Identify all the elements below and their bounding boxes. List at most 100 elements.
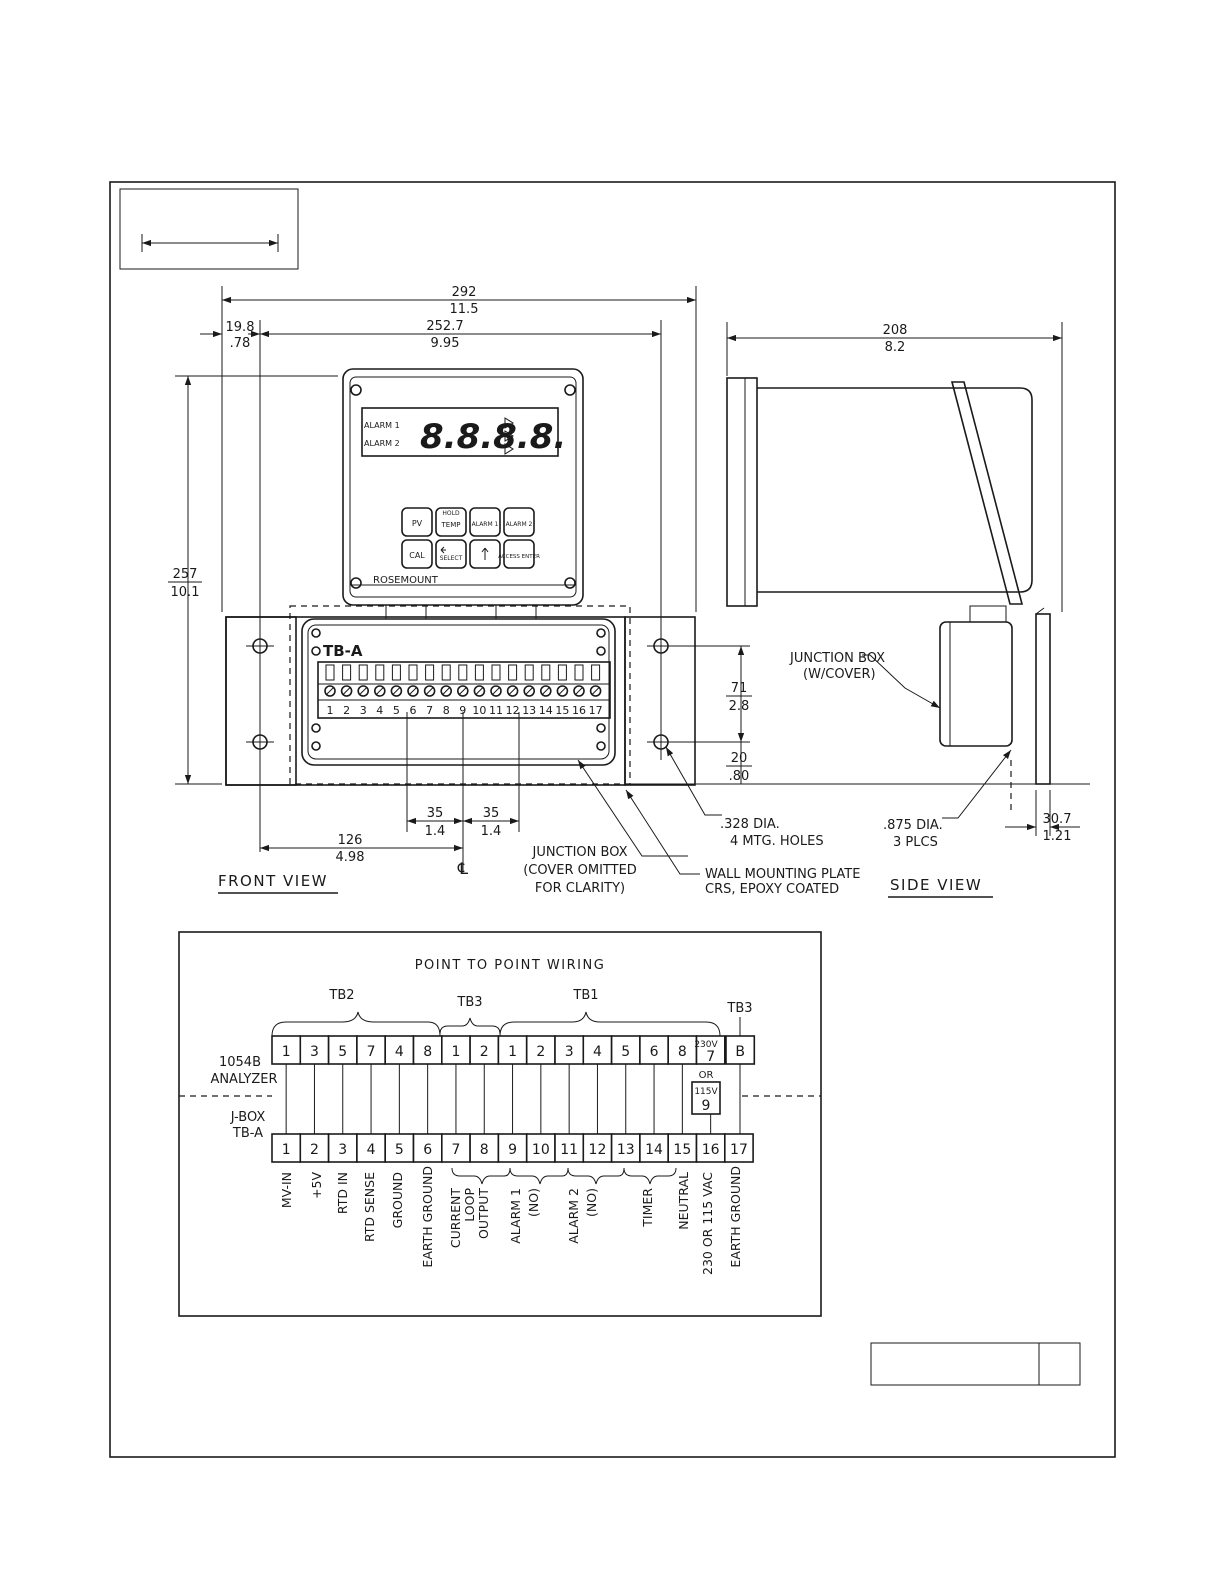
- analyzer-housing-side: [757, 387, 1033, 593]
- callout-jbox-side-2: (W/COVER): [803, 667, 876, 682]
- analyzer-terminal-number: 1: [451, 1044, 460, 1060]
- callout-holes-2: 4 MTG. HOLES: [730, 834, 824, 849]
- access-enter-key: ACCESS ENTER: [498, 554, 540, 560]
- mounting-hole: [246, 728, 274, 756]
- side-view-title: SIDE VIEW: [890, 876, 982, 894]
- callout-conduit-1: .875 DIA.: [883, 818, 943, 833]
- analyzer-terminal-number: 4: [395, 1044, 404, 1060]
- terminal-screw: [440, 664, 453, 697]
- callout-wall-plate-1: WALL MOUNTING PLATE: [705, 867, 860, 882]
- analyzer-terminal-number: 5: [621, 1044, 630, 1060]
- terminal-number: 5: [393, 704, 400, 717]
- analyzer-terminal: 3: [554, 1035, 585, 1065]
- callout-wall-plate-2: CRS, EPOXY COATED: [705, 882, 839, 897]
- jbox-terminal-number: 12: [589, 1142, 607, 1158]
- callout-jbox-side-1: JUNCTION BOX: [789, 651, 885, 666]
- group-tb3-a: TB3: [456, 995, 482, 1010]
- terminal-number: 14: [539, 704, 553, 717]
- signal-mv-in: MV-IN: [279, 1172, 294, 1208]
- analyzer-terminal: 1: [440, 1035, 471, 1065]
- terminal-number: 11: [489, 704, 503, 717]
- analyzer-label-1: 1054B: [219, 1055, 261, 1070]
- terminal-number: 12: [506, 704, 520, 717]
- dim-bottom-offset-in: .80: [729, 769, 750, 784]
- jbox-terminal-number: 4: [367, 1142, 376, 1158]
- analyzer-terminal-number: 7: [706, 1049, 715, 1065]
- jbox-terminal: 6: [412, 1133, 443, 1163]
- dim-height-in: 10.1: [171, 585, 200, 600]
- analyzer-terminal-number: 5: [338, 1044, 347, 1060]
- jbox-terminal: 15: [667, 1133, 698, 1163]
- signal-earth-ground-2: EARTH GROUND: [728, 1166, 743, 1268]
- terminal-screws: [324, 664, 602, 697]
- signal-earth-ground: EARTH GROUND: [420, 1166, 435, 1268]
- dim-vert-holes-mm: 71: [731, 681, 748, 696]
- analyzer-terminal-number: 8: [423, 1044, 432, 1060]
- analyzer-terminal: 1: [271, 1035, 302, 1065]
- jbox-terminal: 3: [327, 1133, 358, 1163]
- brace-tb1: [499, 1011, 721, 1037]
- analyzer-terminal-number: 1: [282, 1044, 291, 1060]
- dim-right-in: 1.21: [1043, 829, 1072, 844]
- dim-hole-spacing-in: 9.95: [431, 336, 460, 351]
- terminal-screw: [539, 664, 552, 697]
- alarm2-key: ALARM 2: [506, 521, 533, 528]
- jbox-terminal: 13: [610, 1133, 641, 1163]
- dim-hole-spacing-mm: 252.7: [426, 319, 463, 334]
- signal-loop: LOOP: [462, 1188, 477, 1222]
- mounting-bracket-side: [950, 381, 1024, 605]
- wiring-title: POINT TO POINT WIRING: [415, 958, 606, 973]
- jbox-label-2: TB-A: [232, 1126, 263, 1141]
- terminal-number: 15: [555, 704, 569, 717]
- analyzer-terminal-number: 3: [310, 1044, 319, 1060]
- analyzer-terminal: 8: [667, 1035, 698, 1065]
- group-tb1: TB1: [572, 988, 598, 1003]
- cal-key: CAL: [409, 551, 425, 560]
- analyzer-terminal-number: 7: [367, 1044, 376, 1060]
- jbox-terminal: 7: [440, 1133, 471, 1163]
- jbox-terminal: 8: [469, 1133, 500, 1163]
- dim-height-mm: 257: [173, 567, 198, 582]
- terminal-screw: [556, 664, 569, 697]
- brace-alarm1: [509, 1167, 569, 1185]
- brace-alarm2: [567, 1167, 625, 1185]
- signal-rtd-in: RTD IN: [335, 1172, 350, 1214]
- dim-depth-mm: 208: [883, 323, 908, 338]
- terminal-number: 16: [572, 704, 586, 717]
- label-or: OR: [699, 1070, 714, 1081]
- analyzer-terminal-number: 4: [593, 1044, 602, 1060]
- dim-bottom-offset-mm: 20: [731, 751, 748, 766]
- page-frame: [109, 181, 1116, 1458]
- analyzer-terminal: 7: [356, 1035, 386, 1065]
- analyzer-terminal: B: [725, 1035, 756, 1065]
- brace-current-loop: [451, 1167, 511, 1185]
- signal-alarm2-no: (NO): [584, 1188, 599, 1217]
- analyzer-terminal-number: 3: [565, 1044, 574, 1060]
- terminal-number: 6: [410, 704, 417, 717]
- label-230v: 230V: [694, 1040, 718, 1050]
- junction-box: [301, 618, 616, 766]
- analyzer-terminal: 4: [582, 1035, 613, 1065]
- leader-mounting-holes: [665, 746, 722, 816]
- jbox-terminal-number: 11: [560, 1142, 578, 1158]
- signal-current: CURRENT: [448, 1188, 463, 1248]
- terminal-number: 1: [327, 704, 334, 717]
- terminal-screw: [473, 664, 486, 697]
- dim-left-offset-in: .78: [230, 336, 251, 351]
- leader-jbox-side: [862, 654, 941, 709]
- brace-timer: [623, 1167, 677, 1185]
- signal-ground: GROUND: [390, 1172, 405, 1228]
- dim-center-in: 4.98: [336, 850, 365, 865]
- mounting-hole: [246, 632, 274, 660]
- dim-half-a-in: 1.4: [425, 824, 446, 839]
- terminal-screw: [589, 664, 602, 697]
- dim-left-offset-mm: 19.8: [226, 320, 255, 335]
- signal-ac-supply: 230 OR 115 VAC: [700, 1172, 715, 1275]
- jbox-terminal-number: 2: [310, 1142, 319, 1158]
- analyzer-terminal-number: 2: [480, 1044, 489, 1060]
- analyzer-terminal-number: 1: [508, 1044, 517, 1060]
- signal-neutral: NEUTRAL: [676, 1172, 691, 1230]
- front-view-title: FRONT VIEW: [218, 872, 328, 890]
- terminal-number: 3: [360, 704, 367, 717]
- terminal-screw: [573, 664, 585, 697]
